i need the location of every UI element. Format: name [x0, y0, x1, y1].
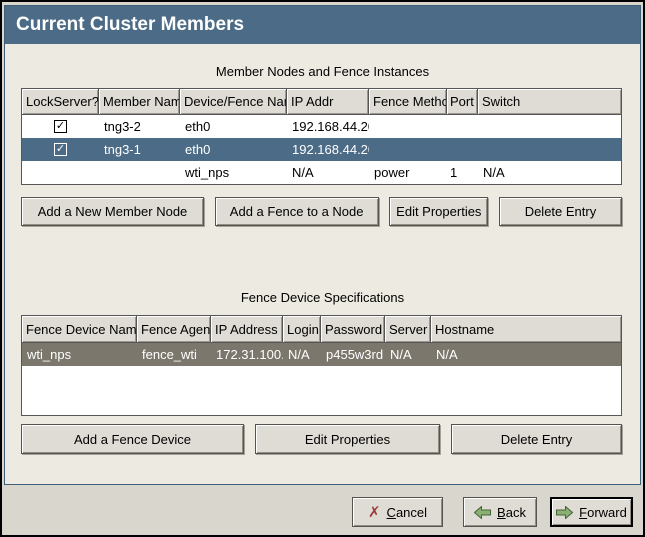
- fence-method-cell: [369, 138, 447, 161]
- add-fence-device-button[interactable]: Add a Fence Device: [21, 424, 244, 454]
- column-header-server[interactable]: Server: [385, 316, 431, 343]
- check-icon: ✓: [55, 143, 66, 155]
- forward-label: Forward: [579, 504, 627, 520]
- cancel-label: Cancel: [386, 504, 428, 520]
- server-cell: N/A: [390, 347, 412, 362]
- column-header-login[interactable]: Login: [283, 316, 321, 343]
- login-cell: N/A: [288, 347, 310, 362]
- member-table-row[interactable]: wti_nps N/A power 1 N/A: [22, 161, 621, 184]
- member-nodes-table: LockServer? Member Name Device/Fence Nam…: [21, 88, 622, 185]
- member-table-row-selected[interactable]: ✓ tng3-1 eth0 192.168.44.201: [22, 138, 621, 161]
- column-header-device-fence-name[interactable]: Device/Fence Name: [180, 89, 287, 115]
- fence-table-caption: Fence Device Specifications: [240, 290, 405, 305]
- port-cell: [447, 138, 478, 161]
- member-name-cell: [99, 161, 180, 184]
- switch-cell: [478, 115, 621, 138]
- member-table-row[interactable]: ✓ tng3-2 eth0 192.168.44.202: [22, 115, 621, 138]
- arrow-right-icon: [556, 505, 574, 519]
- cancel-x-icon: ✗: [367, 503, 381, 521]
- edit-properties-button[interactable]: Edit Properties: [255, 424, 440, 454]
- member-name-cell: tng3-1: [104, 142, 141, 157]
- switch-cell: [478, 138, 621, 161]
- column-header-switch[interactable]: Switch: [478, 89, 621, 115]
- edit-properties-button[interactable]: Edit Properties: [389, 197, 489, 226]
- lockserver-cell: ✓: [22, 115, 99, 138]
- cancel-button[interactable]: ✗ Cancel: [352, 497, 443, 527]
- fence-table-row-selected[interactable]: wti_nps fence_wti 172.31.100.1 N/A p455w…: [22, 343, 621, 366]
- lockserver-checkbox[interactable]: ✓: [54, 120, 67, 133]
- column-header-fence-device-name[interactable]: Fence Device Name: [22, 316, 137, 343]
- member-buttons-row: Add a New Member Node Add a Fence to a N…: [21, 197, 622, 226]
- arrow-left-icon: [474, 505, 492, 519]
- column-header-fence-method[interactable]: Fence Method: [369, 89, 447, 115]
- delete-entry-button[interactable]: Delete Entry: [451, 424, 622, 454]
- fence-buttons-row: Add a Fence Device Edit Properties Delet…: [21, 424, 622, 454]
- column-header-ip-addr[interactable]: IP Addr: [287, 89, 369, 115]
- fence-table-empty-area: [22, 366, 621, 415]
- fence-method-cell: power: [374, 165, 410, 180]
- port-cell: [447, 115, 478, 138]
- member-name-cell: tng3-2: [104, 119, 141, 134]
- forward-button[interactable]: Forward: [550, 497, 633, 527]
- ip-addr-cell: 192.168.44.201: [292, 142, 369, 157]
- hostname-cell: N/A: [436, 347, 458, 362]
- port-cell: 1: [450, 165, 458, 180]
- lockserver-checkbox[interactable]: ✓: [54, 143, 67, 156]
- footer-button-bar: ✗ Cancel Back Forward: [2, 485, 643, 535]
- content-area: Member Nodes and Fence Instances LockSer…: [5, 64, 640, 454]
- add-member-node-button[interactable]: Add a New Member Node: [21, 197, 204, 226]
- back-label: Back: [497, 504, 526, 520]
- page-title: Current Cluster Members: [5, 6, 640, 44]
- fence-agent-cell: fence_wti: [142, 347, 197, 362]
- device-fence-name-cell: wti_nps: [185, 165, 230, 180]
- column-header-member-name[interactable]: Member Name: [99, 89, 180, 115]
- column-header-ip-address[interactable]: IP Address: [211, 316, 283, 343]
- switch-cell: N/A: [483, 165, 505, 180]
- delete-entry-button[interactable]: Delete Entry: [498, 197, 622, 226]
- back-button[interactable]: Back: [463, 497, 537, 527]
- main-panel: Current Cluster Members Member Nodes and…: [4, 5, 641, 485]
- column-header-port[interactable]: Port: [447, 89, 478, 115]
- password-cell: p455w3rd: [326, 347, 384, 362]
- lockserver-cell: ✓: [22, 138, 99, 161]
- check-icon: ✓: [55, 120, 66, 132]
- column-header-password[interactable]: Password: [321, 316, 385, 343]
- member-table-caption: Member Nodes and Fence Instances: [215, 64, 430, 79]
- member-table-header: LockServer? Member Name Device/Fence Nam…: [22, 89, 621, 115]
- column-header-lockserver[interactable]: LockServer?: [22, 89, 99, 115]
- ip-address-cell: 172.31.100.1: [216, 347, 283, 362]
- column-header-fence-agent[interactable]: Fence Agent: [137, 316, 211, 343]
- lockserver-cell: [22, 161, 99, 184]
- column-header-hostname[interactable]: Hostname: [431, 316, 621, 343]
- device-fence-name-cell: eth0: [185, 119, 211, 134]
- fence-table-header: Fence Device Name Fence Agent IP Address…: [22, 316, 621, 343]
- fence-devices-table: Fence Device Name Fence Agent IP Address…: [21, 315, 622, 416]
- device-fence-name-cell: eth0: [185, 142, 211, 157]
- fence-method-cell: [369, 115, 447, 138]
- fence-device-name-cell: wti_nps: [27, 347, 72, 362]
- ip-addr-cell: 192.168.44.202: [292, 119, 369, 134]
- ip-addr-cell: N/A: [292, 165, 314, 180]
- add-fence-to-node-button[interactable]: Add a Fence to a Node: [214, 197, 379, 226]
